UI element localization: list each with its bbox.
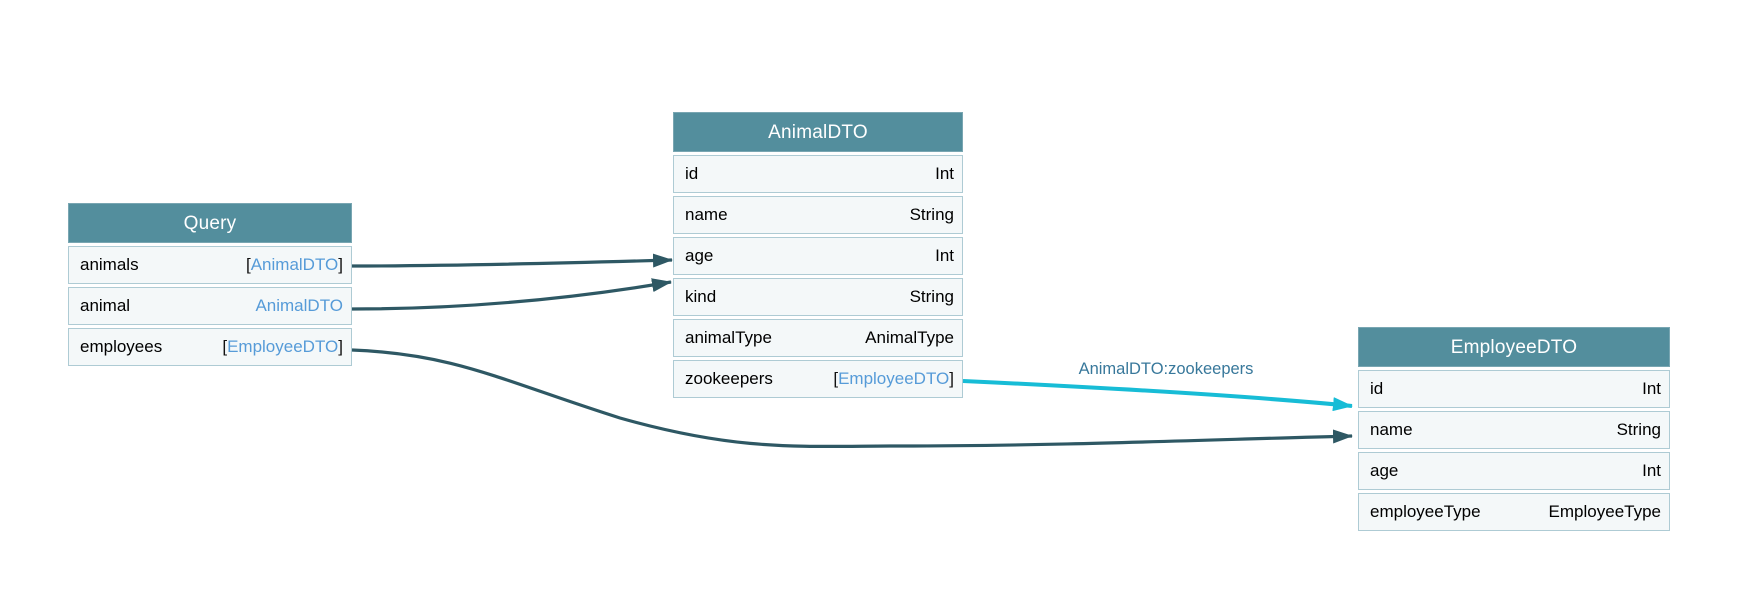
node-animaldto-title[interactable]: AnimalDTO xyxy=(673,112,963,152)
field-type: Int xyxy=(1642,461,1661,480)
edge-query-animals-to-animaldto[interactable] xyxy=(351,253,673,268)
field-type: [AnimalDTO] xyxy=(246,255,343,275)
field-row-animal[interactable]: animal AnimalDTO xyxy=(68,287,352,325)
field-type: Int xyxy=(935,246,954,265)
field-type: AnimalDTO xyxy=(255,296,343,316)
type-bracket-close: ] xyxy=(338,337,343,356)
edge-query-employees-to-employeedto[interactable] xyxy=(351,348,1353,448)
field-name: employees xyxy=(80,337,163,356)
field-type: [EmployeeDTO] xyxy=(833,369,954,389)
field-name: age xyxy=(685,246,714,265)
field-type: AnimalType xyxy=(865,328,954,347)
type-link-animaldto[interactable]: AnimalDTO xyxy=(250,255,339,274)
field-row-employees[interactable]: employees [EmployeeDTO] xyxy=(68,328,352,366)
type-link-animaldto[interactable]: AnimalDTO xyxy=(255,296,343,315)
type-bracket-open: [ xyxy=(222,337,228,356)
field-name: name xyxy=(685,205,728,224)
field-type: String xyxy=(1616,420,1661,439)
field-row-employeetype[interactable]: employeeType EmployeeType xyxy=(1358,493,1670,531)
type-bracket-open: [ xyxy=(833,369,839,388)
edge-label-animaldto-zookeepers: AnimalDTO:zookeepers xyxy=(1079,360,1254,378)
field-name: age xyxy=(1370,461,1399,480)
field-name: animal xyxy=(80,296,131,315)
field-row-name[interactable]: name String xyxy=(673,196,963,234)
type-link-employeedto[interactable]: EmployeeDTO xyxy=(227,337,339,356)
field-type: Int xyxy=(935,164,954,183)
field-row-kind[interactable]: kind String xyxy=(673,278,963,316)
node-employeedto: EmployeeDTO id Int name String age Int e… xyxy=(1358,327,1670,531)
field-row-zookeepers[interactable]: zookeepers [EmployeeDTO] xyxy=(673,360,963,398)
field-type: [EmployeeDTO] xyxy=(222,337,343,357)
field-row-animaltype[interactable]: animalType AnimalType xyxy=(673,319,963,357)
field-name: zookeepers xyxy=(685,369,773,388)
field-type: String xyxy=(909,287,954,306)
node-employeedto-title[interactable]: EmployeeDTO xyxy=(1358,327,1670,367)
edge-animaldto-zookeepers-to-employeedto[interactable] xyxy=(962,379,1353,412)
field-row-animals[interactable]: animals [AnimalDTO] xyxy=(68,246,352,284)
field-row-age[interactable]: age Int xyxy=(1358,452,1670,490)
node-query-title[interactable]: Query xyxy=(68,203,352,243)
type-bracket-close: ] xyxy=(338,255,343,274)
field-type: Int xyxy=(1642,379,1661,398)
field-name: kind xyxy=(685,287,717,306)
field-type: EmployeeType xyxy=(1548,502,1661,521)
field-name: animalType xyxy=(685,328,772,347)
field-row-age[interactable]: age Int xyxy=(673,237,963,275)
type-bracket-close: ] xyxy=(949,369,954,388)
field-name: name xyxy=(1370,420,1413,439)
field-name: animals xyxy=(80,255,139,274)
field-type: String xyxy=(909,205,954,224)
field-name: id xyxy=(685,164,699,183)
node-animaldto: AnimalDTO id Int name String age Int kin… xyxy=(673,112,963,398)
field-row-name[interactable]: name String xyxy=(1358,411,1670,449)
field-row-id[interactable]: id Int xyxy=(1358,370,1670,408)
field-row-id[interactable]: id Int xyxy=(673,155,963,193)
field-name: id xyxy=(1370,379,1384,398)
edge-query-animal-to-animaldto[interactable] xyxy=(351,278,672,311)
node-query: Query animals [AnimalDTO] animal AnimalD… xyxy=(68,203,352,366)
type-bracket-open: [ xyxy=(245,255,251,274)
type-link-employeedto[interactable]: EmployeeDTO xyxy=(838,369,950,388)
field-name: employeeType xyxy=(1370,502,1481,521)
